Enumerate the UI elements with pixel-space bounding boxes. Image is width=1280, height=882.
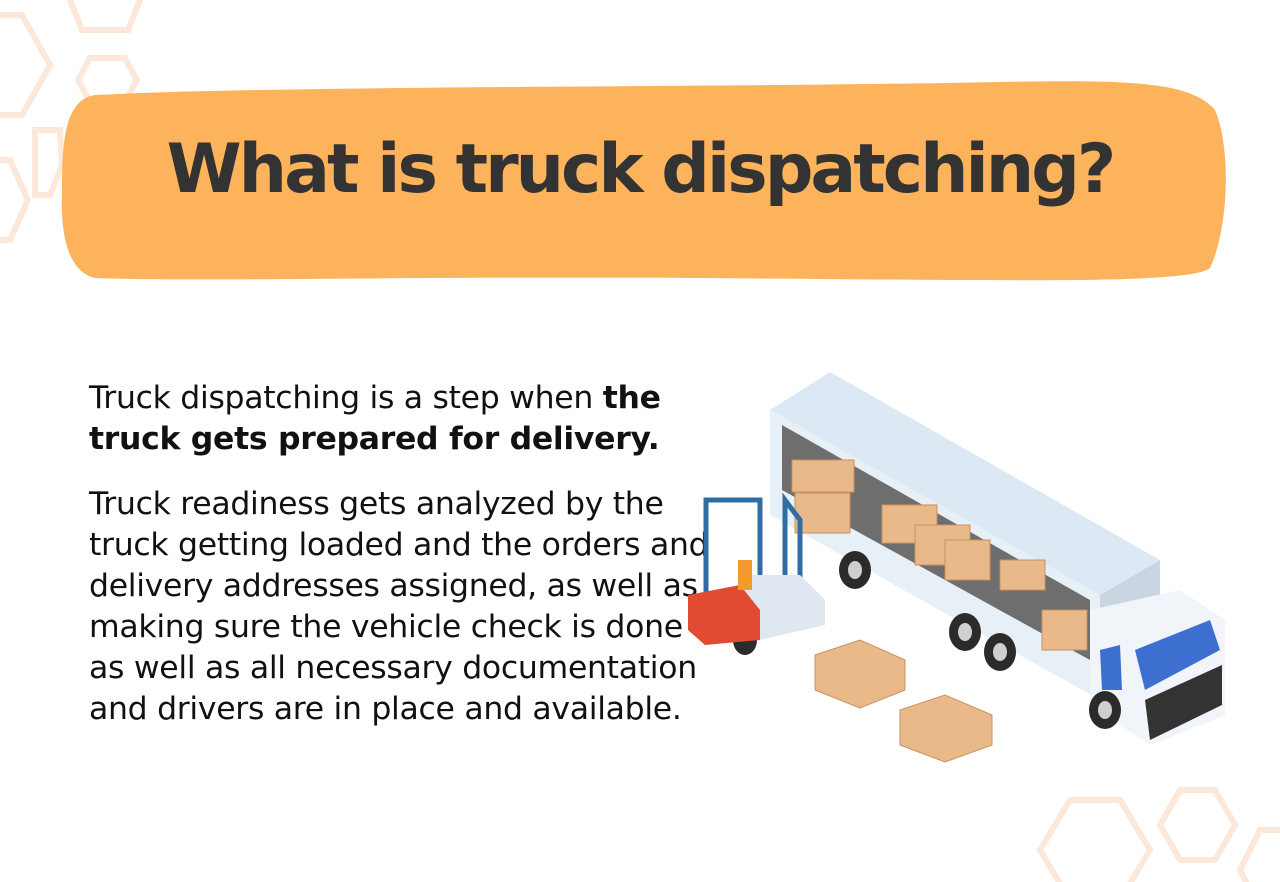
- title-highlight-blob: [61, 81, 1226, 281]
- intro-paragraph: Truck dispatching is a step when the tru…: [89, 378, 709, 460]
- body-text: Truck dispatching is a step when the tru…: [89, 378, 709, 754]
- truck-loading-illustration: [688, 372, 1225, 763]
- intro-bold-text: the truck gets prepared for delivery.: [89, 380, 661, 457]
- detail-paragraph: Truck readiness gets analyzed by the tru…: [89, 486, 709, 727]
- page-title: What is truck dispatching?: [166, 130, 1117, 209]
- intro-lead-text: Truck dispatching is a step when: [89, 380, 603, 416]
